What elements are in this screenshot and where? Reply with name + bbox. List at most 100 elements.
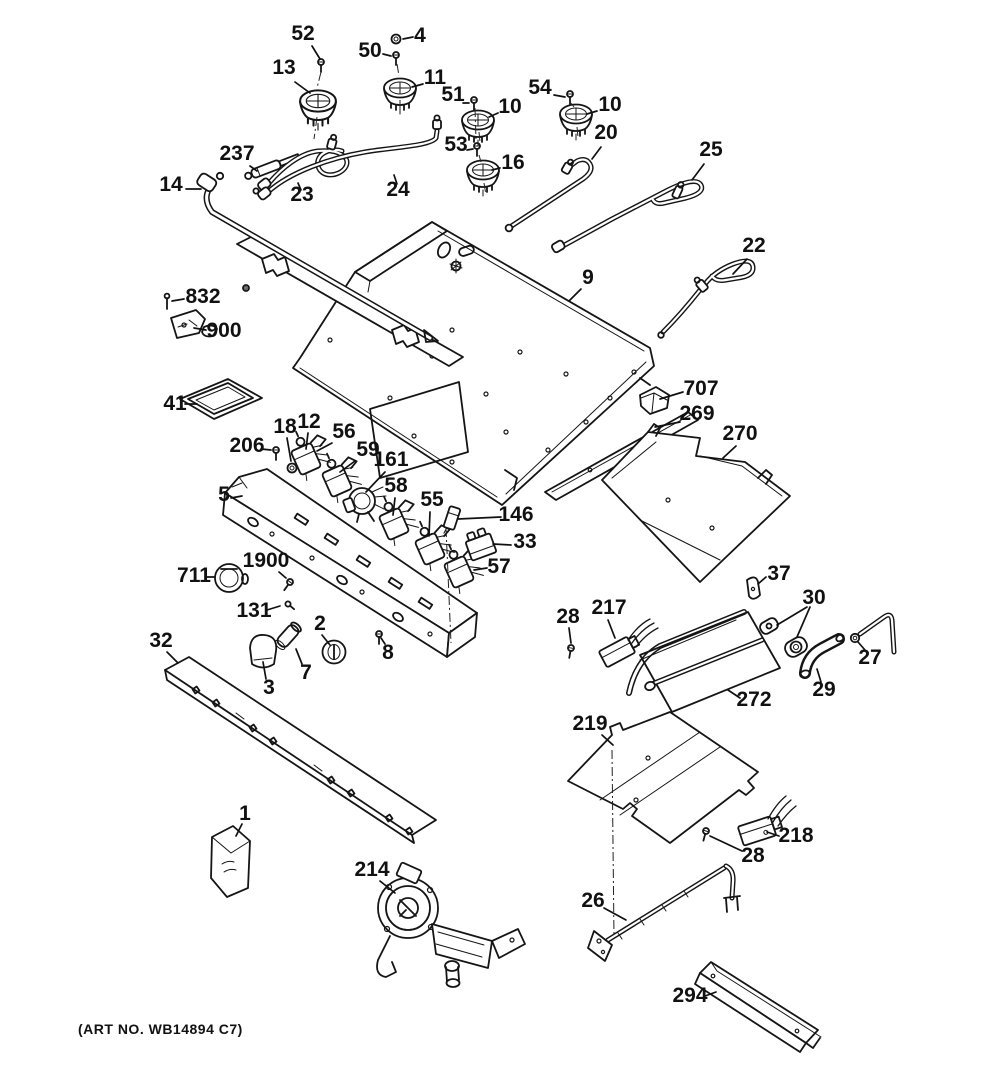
part-7-sleeve	[274, 621, 302, 651]
leader-line-29	[816, 668, 822, 683]
leader-line-294	[704, 991, 717, 997]
callout-55: 55	[420, 488, 444, 511]
callout-24: 24	[386, 178, 410, 201]
leader-line-18	[286, 437, 292, 462]
callout-51: 51	[441, 83, 465, 106]
leader-line-22	[732, 258, 748, 275]
part-20-tube	[504, 157, 594, 233]
callout-18: 18	[273, 415, 297, 438]
part-28-screw-2	[699, 826, 711, 843]
callout-214: 214	[354, 858, 389, 881]
leader-line-9	[568, 288, 582, 302]
callout-32: 32	[149, 629, 172, 652]
part-214-valve-assembly	[376, 861, 526, 988]
callout-58: 58	[384, 474, 408, 497]
callout-270: 270	[722, 422, 757, 445]
callout-12: 12	[297, 410, 320, 433]
part-30-venturi-brackets	[626, 609, 808, 696]
part-52-screw	[317, 58, 325, 73]
part-900-bracket	[170, 309, 218, 339]
callout-218: 218	[778, 824, 813, 847]
part-9-maintop-panel	[292, 221, 655, 506]
callout-272: 272	[736, 688, 771, 711]
leader-line-59	[339, 460, 356, 473]
part-2-knob	[321, 639, 347, 665]
leader-line-8	[380, 637, 386, 645]
callout-57: 57	[487, 555, 510, 578]
leader-line-131	[266, 605, 281, 611]
leader-line-37	[757, 576, 767, 585]
callout-161: 161	[373, 448, 408, 471]
leader-line-10	[488, 112, 499, 118]
leader-line-54	[553, 94, 566, 98]
art-number: (ART NO. WB14894 C7)	[78, 1021, 243, 1037]
leader-line-25	[691, 163, 705, 181]
leader-line-28	[568, 627, 572, 644]
leader-line-28	[709, 835, 743, 852]
leader-line-10	[586, 110, 598, 115]
leader-line-13	[294, 81, 311, 94]
part-50-screw	[392, 51, 400, 66]
leader-line-27	[857, 641, 866, 651]
part-294-channel	[694, 961, 822, 1053]
leader-line-5	[230, 495, 243, 499]
callout-900: 900	[206, 319, 241, 342]
leader-line-3	[262, 661, 267, 680]
callout-33: 33	[513, 530, 536, 553]
part-27-nut-and-pipe	[849, 612, 897, 655]
part-26-tube	[587, 863, 741, 962]
leader-line-11	[411, 83, 424, 88]
part-51-screw	[470, 96, 478, 111]
callout-2: 2	[314, 612, 326, 635]
part-217-switch	[598, 618, 659, 668]
callout-20: 20	[594, 121, 617, 144]
callout-13: 13	[272, 56, 295, 79]
callout-53: 53	[444, 133, 467, 156]
callout-11: 11	[424, 66, 447, 89]
part-10-burner-cap-2	[559, 103, 593, 141]
part-272-burner	[639, 611, 781, 713]
leader-line-707	[659, 391, 684, 400]
part-13-burner-cap	[299, 89, 337, 132]
part-41-spacer	[179, 378, 263, 420]
part-25-tube	[551, 178, 705, 254]
leader-line-218	[766, 831, 780, 837]
leader-line-161	[365, 471, 386, 493]
part-711-knob	[214, 563, 249, 593]
leader-line-217	[607, 619, 616, 639]
part-53-screw	[473, 142, 481, 157]
callout-832: 832	[185, 285, 220, 308]
leader-line-58	[392, 497, 396, 516]
callout-711: 711	[177, 564, 211, 587]
callout-23: 23	[290, 183, 313, 206]
callout-7: 7	[300, 661, 312, 684]
leader-line-30	[796, 606, 811, 638]
leader-line-214	[379, 880, 396, 894]
callout-25: 25	[699, 138, 723, 161]
callout-41: 41	[163, 392, 187, 415]
part-16-burner-cap	[466, 159, 500, 197]
callout-10: 10	[498, 95, 521, 118]
part-33-spark-module	[465, 527, 497, 562]
part-707-block	[639, 386, 670, 415]
leader-line-53	[466, 148, 474, 151]
part-28-screw	[565, 643, 576, 660]
callout-28: 28	[556, 605, 580, 628]
callout-269: 269	[679, 402, 714, 425]
callout-29: 29	[812, 678, 835, 701]
leader-line-7	[295, 648, 303, 665]
part-161-regulator	[342, 486, 387, 523]
callout-3: 3	[263, 676, 275, 699]
part-37-clip	[746, 576, 761, 600]
part-14-manifold-pipe	[196, 171, 439, 343]
part-131-screw	[284, 600, 296, 611]
callout-294: 294	[672, 984, 707, 1007]
callout-50: 50	[358, 39, 381, 62]
leader-line-30	[776, 606, 808, 626]
callout-8: 8	[382, 641, 394, 664]
leader-line-2	[321, 634, 331, 646]
callout-14: 14	[159, 173, 183, 196]
part-146-bracket	[442, 505, 462, 534]
